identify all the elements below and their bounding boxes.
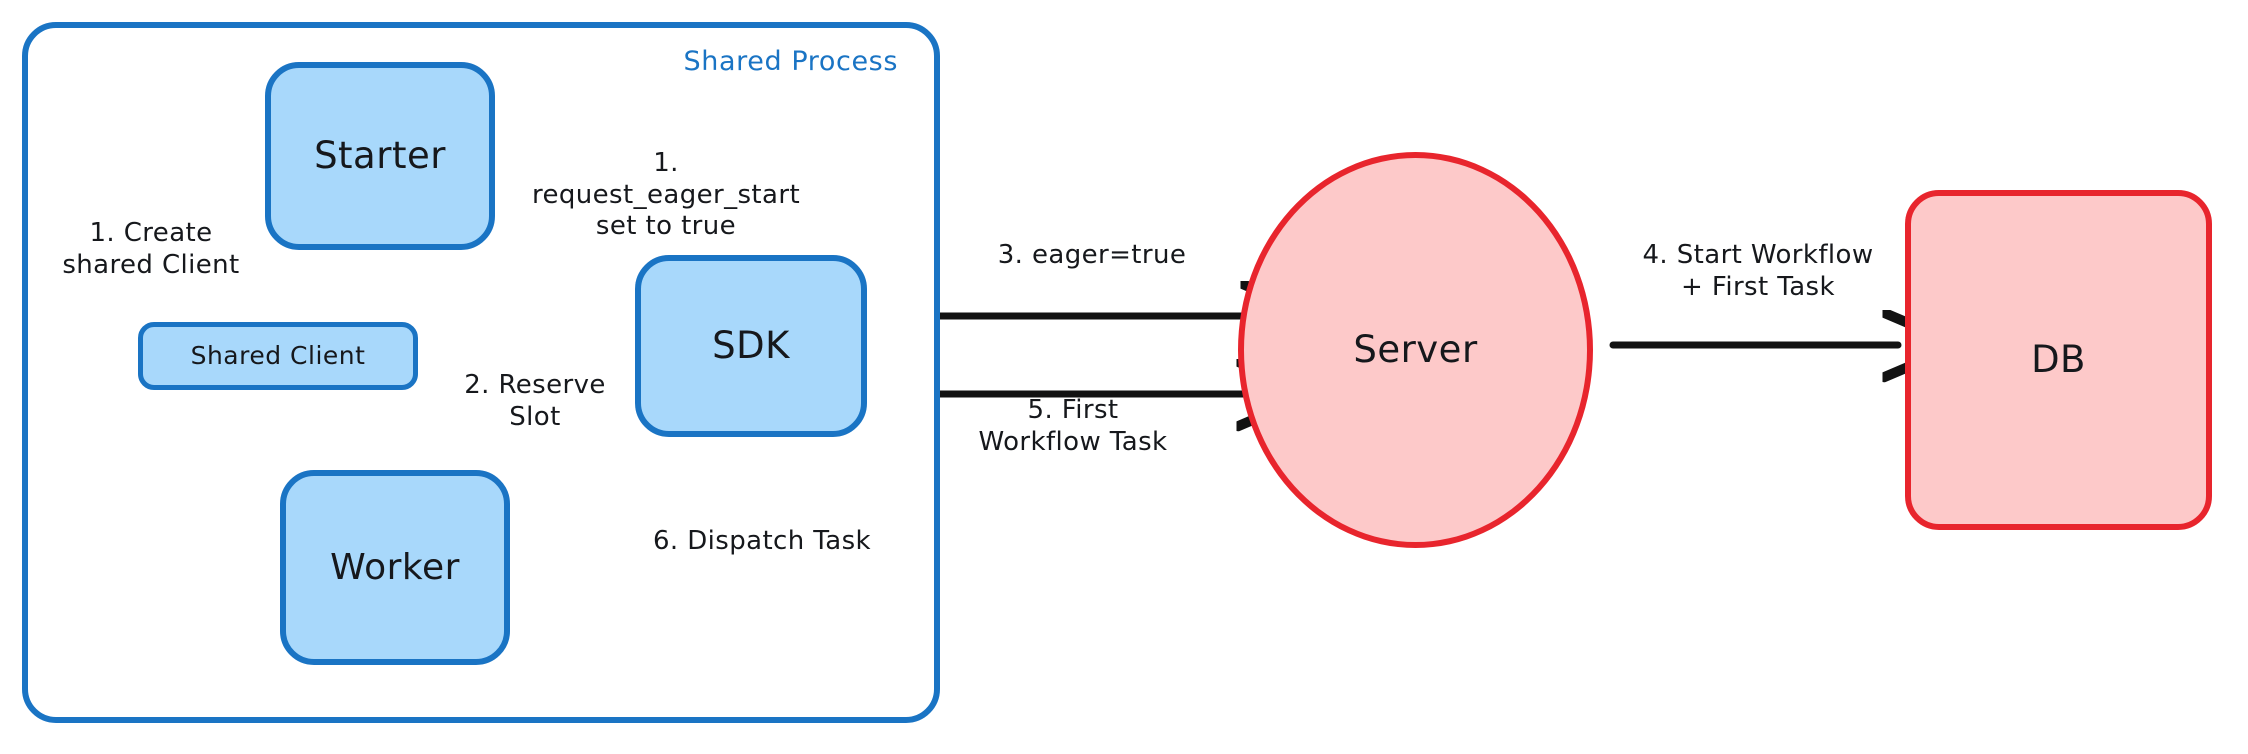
node-server-label: Server [1353, 327, 1478, 371]
edge-label-dispatch-task: 6. Dispatch Task [652, 526, 872, 556]
node-db-label: DB [2031, 337, 2086, 381]
shared-process-title: Shared Process [683, 46, 898, 77]
edge-label-first-workflow-task: 5. First Workflow Task [978, 395, 1168, 457]
node-starter[interactable]: Starter [265, 62, 495, 250]
node-shared-client[interactable]: Shared Client [138, 322, 418, 390]
node-sdk[interactable]: SDK [635, 255, 867, 437]
node-sdk-label: SDK [712, 323, 790, 367]
node-server[interactable]: Server [1238, 152, 1593, 548]
node-db[interactable]: DB [1905, 190, 2212, 530]
node-starter-label: Starter [314, 133, 446, 177]
edge-label-start-workflow: 4. Start Workflow + First Task [1642, 240, 1874, 302]
edge-label-eager-true: 3. eager=true [997, 240, 1187, 270]
node-shared-client-label: Shared Client [190, 340, 366, 370]
edge-label-request-eager-start: 1. request_eager_start set to true [531, 148, 801, 242]
node-worker[interactable]: Worker [280, 470, 510, 665]
edge-label-reserve-slot: 2. Reserve Slot [464, 370, 606, 432]
node-worker-label: Worker [330, 546, 460, 588]
edge-label-create-shared-client: 1. Create shared Client [62, 218, 240, 280]
